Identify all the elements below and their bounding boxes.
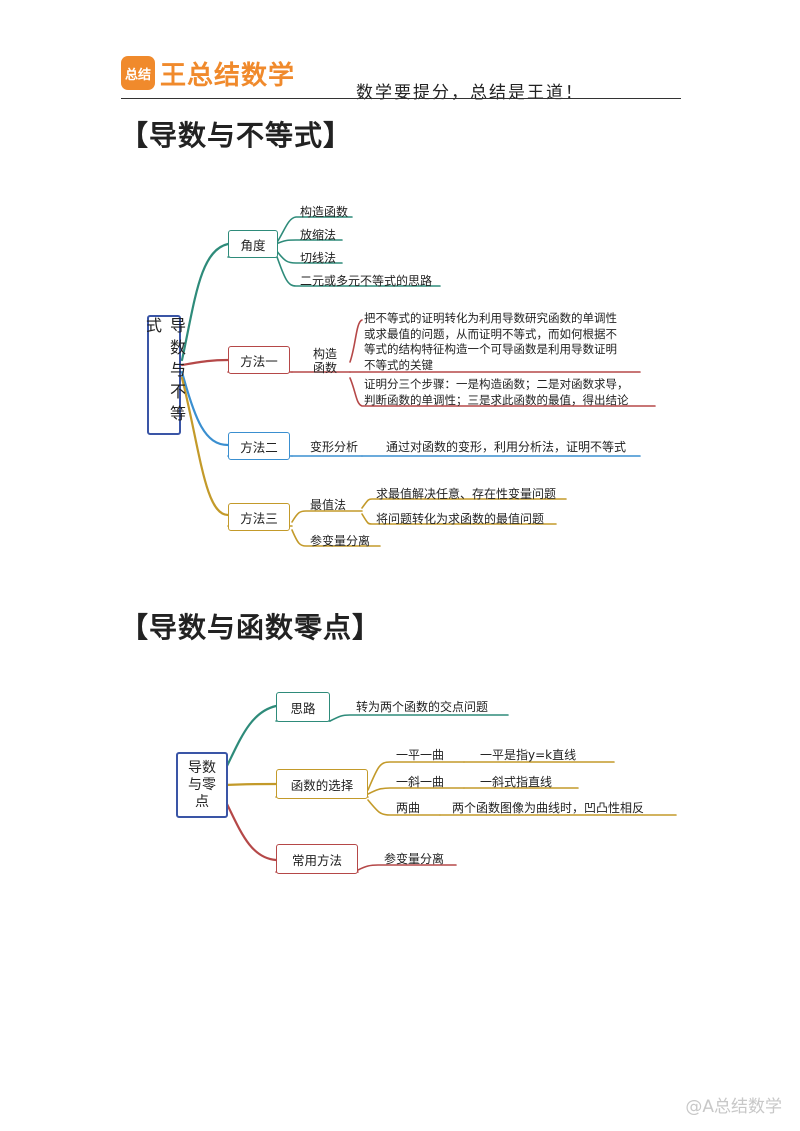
choice-item-1-text: 一平是指y=k直线 [480, 748, 577, 762]
paragraph-2-line: 证明分三个步骤：一是构造函数；二是对函数求导， [364, 377, 629, 391]
choice-item-3-name: 两曲 [396, 801, 421, 815]
method3-item-2: 将问题转化为求函数的最值问题 [376, 512, 545, 526]
choice-item-2-text: 一斜式指直线 [480, 775, 553, 789]
branch-method2: 方法二 [228, 432, 290, 460]
root-label: 导数与不等式 [143, 317, 186, 427]
method2-text: 通过对函数的变形，利用分析法，证明不等式 [386, 440, 627, 454]
common-method-text: 参变量分离 [384, 852, 445, 866]
watermark: @A总结数学 [685, 1097, 782, 1117]
header-divider [121, 98, 681, 99]
branch-choice: 函数的选择 [276, 769, 368, 799]
paragraph-2-line: 判断函数的单调性；三是求此函数的最值，得出结论 [364, 392, 629, 407]
method3-sub-label: 最值法 [310, 498, 347, 512]
branch-method3: 方法三 [228, 503, 290, 531]
section-title-zero-points: 【导数与函数零点】 [120, 611, 382, 644]
angle-item-3: 切线法 [300, 251, 337, 265]
angle-item-2: 放缩法 [300, 228, 337, 242]
root-line: 点 [195, 793, 209, 810]
branch-method2-label: 方法二 [240, 439, 278, 455]
angle-item-1: 构造函数 [300, 205, 349, 219]
branch-common-method: 常用方法 [276, 844, 358, 874]
method1-sub-label: 构造函数 [312, 347, 337, 375]
paragraph-1-line: 等式的结构特征构造一个可导函数是利用导数证明 [364, 342, 617, 356]
brand-name: 王总结数学 [160, 61, 296, 91]
brand-logo: 总结 [121, 56, 155, 90]
choice-item-2-name: 一斜一曲 [396, 775, 445, 789]
root-node-inequality: 导数与不等式 [143, 315, 186, 435]
branch-idea: 思路 [276, 692, 330, 722]
branch-method3-label: 方法三 [240, 510, 278, 526]
section-title-inequality: 【导数与不等式】 [120, 119, 353, 152]
branch-common-label: 常用方法 [291, 852, 342, 868]
root-line: 导数 [188, 759, 216, 776]
choice-item-1-name: 一平一曲 [396, 748, 445, 762]
angle-item-4: 二元或多元不等式的思路 [300, 274, 433, 288]
branch-method1: 方法一 [228, 346, 290, 374]
choice-item-3-text: 两个函数图像为曲线时，凹凸性相反 [452, 801, 645, 815]
method2-sub-label: 变形分析 [310, 440, 359, 454]
logo-text: 总结 [124, 67, 151, 83]
paragraph-1-line: 把不等式的证明转化为利用导数研究函数的单调性 [364, 311, 617, 325]
paragraph-1-line: 不等式的关键 [364, 357, 433, 372]
method1-paragraph-1: 把不等式的证明转化为利用导数研究函数的单调性 或求最值的问题，从而证明不等式，而… [364, 311, 617, 373]
method1-paragraph-2: 证明分三个步骤：一是构造函数；二是对函数求导， 判断函数的单调性；三是求此函数的… [364, 377, 629, 408]
branch-angle-label: 角度 [240, 237, 266, 253]
idea-text: 转为两个函数的交点问题 [356, 700, 489, 714]
branch-choice-label: 函数的选择 [290, 777, 354, 793]
branch-angle: 角度 [228, 230, 278, 258]
paragraph-1-line: 或求最值的问题，从而证明不等式，而如何根据不 [364, 326, 617, 341]
root-node-zero-points: 导数 与零 点 [176, 752, 228, 818]
branch-method1-label: 方法一 [240, 353, 278, 369]
root-line: 与零 [188, 776, 216, 793]
branch-idea-label: 思路 [290, 700, 316, 716]
method3-sub-label-2: 参变量分离 [310, 534, 371, 548]
method3-item-1: 求最值解决任意、存在性变量问题 [376, 487, 557, 501]
